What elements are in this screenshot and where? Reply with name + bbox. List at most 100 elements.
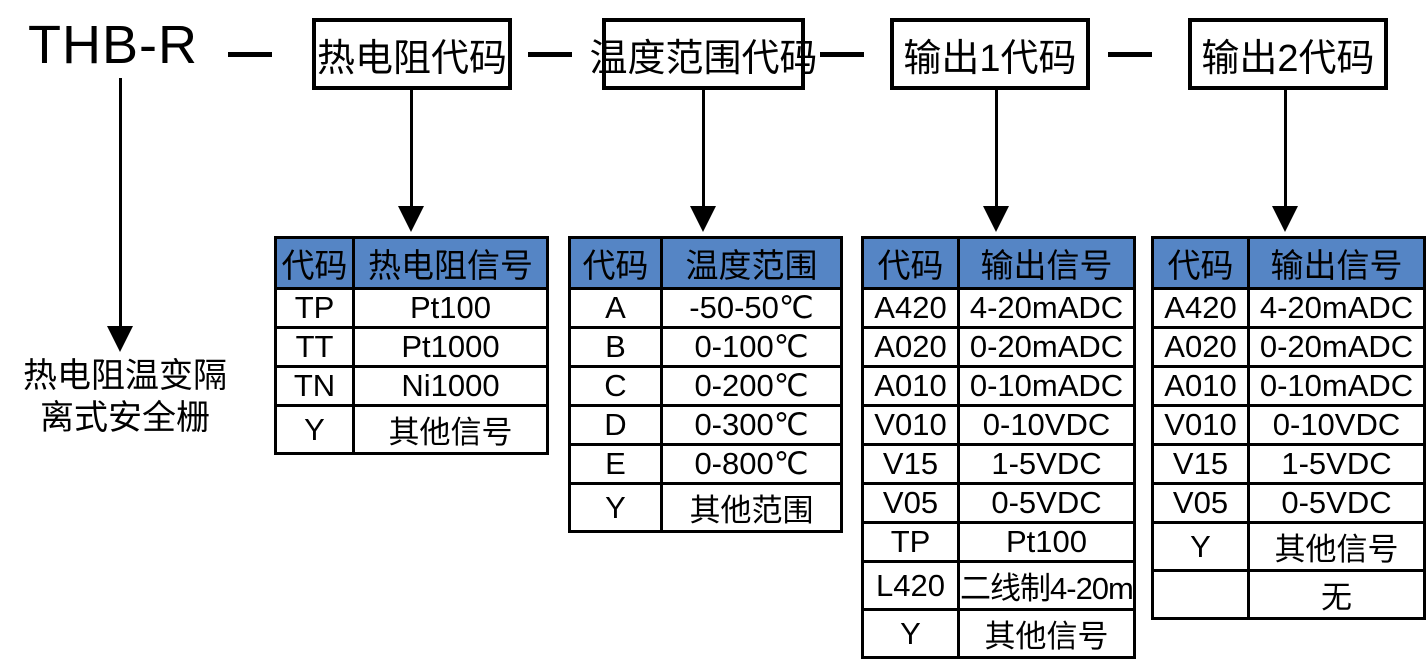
product-description: 热电阻温变隔 离式安全栅 [0, 355, 250, 439]
connector-line-temperature-range [702, 90, 705, 208]
table-row[interactable]: V05 0-5VDC [861, 482, 1136, 524]
output1-code-table: 代码 输出信号 A420 4-20mADC A020 0-20mADC A010… [861, 236, 1136, 659]
cell-value: Pt1000 [352, 326, 549, 368]
cell-value: 4-20mADC [957, 287, 1136, 329]
cell-value: 0-100℃ [660, 326, 843, 368]
cell-code: V010 [1151, 404, 1250, 446]
table-row[interactable]: TT Pt1000 [274, 326, 549, 368]
table-header-row: 代码 温度范围 [568, 236, 843, 290]
table-row[interactable]: Y 其他信号 [1151, 521, 1426, 572]
column-header-signal: 输出信号 [957, 236, 1136, 290]
table-row[interactable]: V15 1-5VDC [861, 443, 1136, 485]
separator-dash-4 [1108, 52, 1152, 57]
cell-code: A [568, 287, 663, 329]
column-header-code: 代码 [274, 236, 355, 290]
cell-code: A420 [861, 287, 960, 329]
cell-code [1151, 569, 1250, 620]
cell-value: 0-300℃ [660, 404, 843, 446]
code-box-output2[interactable]: 输出2代码 [1188, 18, 1388, 90]
table-row[interactable]: B 0-100℃ [568, 326, 843, 368]
cell-value: 0-20mADC [957, 326, 1136, 368]
cell-code: TT [274, 326, 355, 368]
table-row[interactable]: C 0-200℃ [568, 365, 843, 407]
cell-code: TP [274, 287, 355, 329]
cell-value: 0-5VDC [957, 482, 1136, 524]
table-row[interactable]: V010 0-10VDC [1151, 404, 1426, 446]
table-row[interactable]: V15 1-5VDC [1151, 443, 1426, 485]
product-description-line-2: 离式安全栅 [40, 399, 210, 438]
table-row[interactable]: D 0-300℃ [568, 404, 843, 446]
cell-value: 0-10VDC [1247, 404, 1426, 446]
cell-value: 0-800℃ [660, 443, 843, 485]
cell-code: V15 [1151, 443, 1250, 485]
table-row[interactable]: A420 4-20mADC [1151, 287, 1426, 329]
model-root-label: THB-R [28, 15, 198, 75]
table-row[interactable]: TN Ni1000 [274, 365, 549, 407]
code-box-output1[interactable]: 输出1代码 [890, 18, 1090, 90]
cell-value: 其他范围 [660, 482, 843, 533]
product-description-line-1: 热电阻温变隔 [23, 357, 227, 395]
cell-value: -50-50℃ [660, 287, 843, 329]
cell-code: Y [274, 404, 355, 455]
column-header-signal: 热电阻信号 [352, 236, 549, 290]
cell-code: Y [1151, 521, 1250, 572]
cell-value: 1-5VDC [957, 443, 1136, 485]
cell-code: Y [861, 608, 960, 659]
cell-code: TP [861, 521, 960, 563]
cell-value: 4-20mADC [1247, 287, 1426, 329]
cell-value: Ni1000 [352, 365, 549, 407]
table-header-row: 代码 输出信号 [1151, 236, 1426, 290]
code-box-rtd[interactable]: 热电阻代码 [312, 18, 512, 90]
cell-code: A010 [1151, 365, 1250, 407]
separator-dash-2 [528, 52, 572, 57]
cell-code: V05 [1151, 482, 1250, 524]
table-row[interactable]: L420 二线制4-20mA [861, 560, 1136, 611]
table-row[interactable]: Y 其他信号 [861, 608, 1136, 659]
cell-value: 1-5VDC [1247, 443, 1426, 485]
column-header-signal: 输出信号 [1247, 236, 1426, 290]
table-row[interactable]: TP Pt100 [274, 287, 549, 329]
cell-value: 二线制4-20mA [957, 560, 1136, 611]
table-row[interactable]: A010 0-10mADC [861, 365, 1136, 407]
cell-code: V05 [861, 482, 960, 524]
cell-code: A010 [861, 365, 960, 407]
cell-code: A020 [861, 326, 960, 368]
cell-value: 其他信号 [352, 404, 549, 455]
connector-arrow-rtd [398, 206, 424, 232]
table-row[interactable]: 无 [1151, 569, 1426, 620]
separator-dash-3 [820, 52, 864, 57]
table-row[interactable]: A420 4-20mADC [861, 287, 1136, 329]
cell-value: 其他信号 [1247, 521, 1426, 572]
cell-code: Y [568, 482, 663, 533]
table-row[interactable]: Y 其他范围 [568, 482, 843, 533]
cell-value: 0-20mADC [1247, 326, 1426, 368]
output2-code-table: 代码 输出信号 A420 4-20mADC A020 0-20mADC A010… [1151, 236, 1426, 620]
cell-code: E [568, 443, 663, 485]
cell-value: Pt100 [957, 521, 1136, 563]
connector-arrow-temperature-range [690, 206, 716, 232]
table-row[interactable]: A020 0-20mADC [1151, 326, 1426, 368]
connector-arrow-output1 [983, 206, 1009, 232]
column-header-code: 代码 [861, 236, 960, 290]
connector-arrow-root [107, 326, 133, 352]
table-row[interactable]: Y 其他信号 [274, 404, 549, 455]
connector-line-output1 [995, 90, 998, 208]
column-header-range: 温度范围 [660, 236, 843, 290]
table-row[interactable]: E 0-800℃ [568, 443, 843, 485]
column-header-code: 代码 [1151, 236, 1250, 290]
code-box-temperature-range[interactable]: 温度范围代码 [590, 18, 818, 90]
rtd-code-table: 代码 热电阻信号 TP Pt100 TT Pt1000 TN Ni1000 Y … [274, 236, 549, 455]
temperature-range-table: 代码 温度范围 A -50-50℃ B 0-100℃ C 0-200℃ D 0-… [568, 236, 843, 533]
cell-code: D [568, 404, 663, 446]
column-header-code: 代码 [568, 236, 663, 290]
table-row[interactable]: V010 0-10VDC [861, 404, 1136, 446]
cell-code: C [568, 365, 663, 407]
table-row[interactable]: A010 0-10mADC [1151, 365, 1426, 407]
table-row[interactable]: A020 0-20mADC [861, 326, 1136, 368]
table-header-row: 代码 输出信号 [861, 236, 1136, 290]
cell-value: Pt100 [352, 287, 549, 329]
table-row[interactable]: A -50-50℃ [568, 287, 843, 329]
table-row[interactable]: V05 0-5VDC [1151, 482, 1426, 524]
table-row[interactable]: TP Pt100 [861, 521, 1136, 563]
